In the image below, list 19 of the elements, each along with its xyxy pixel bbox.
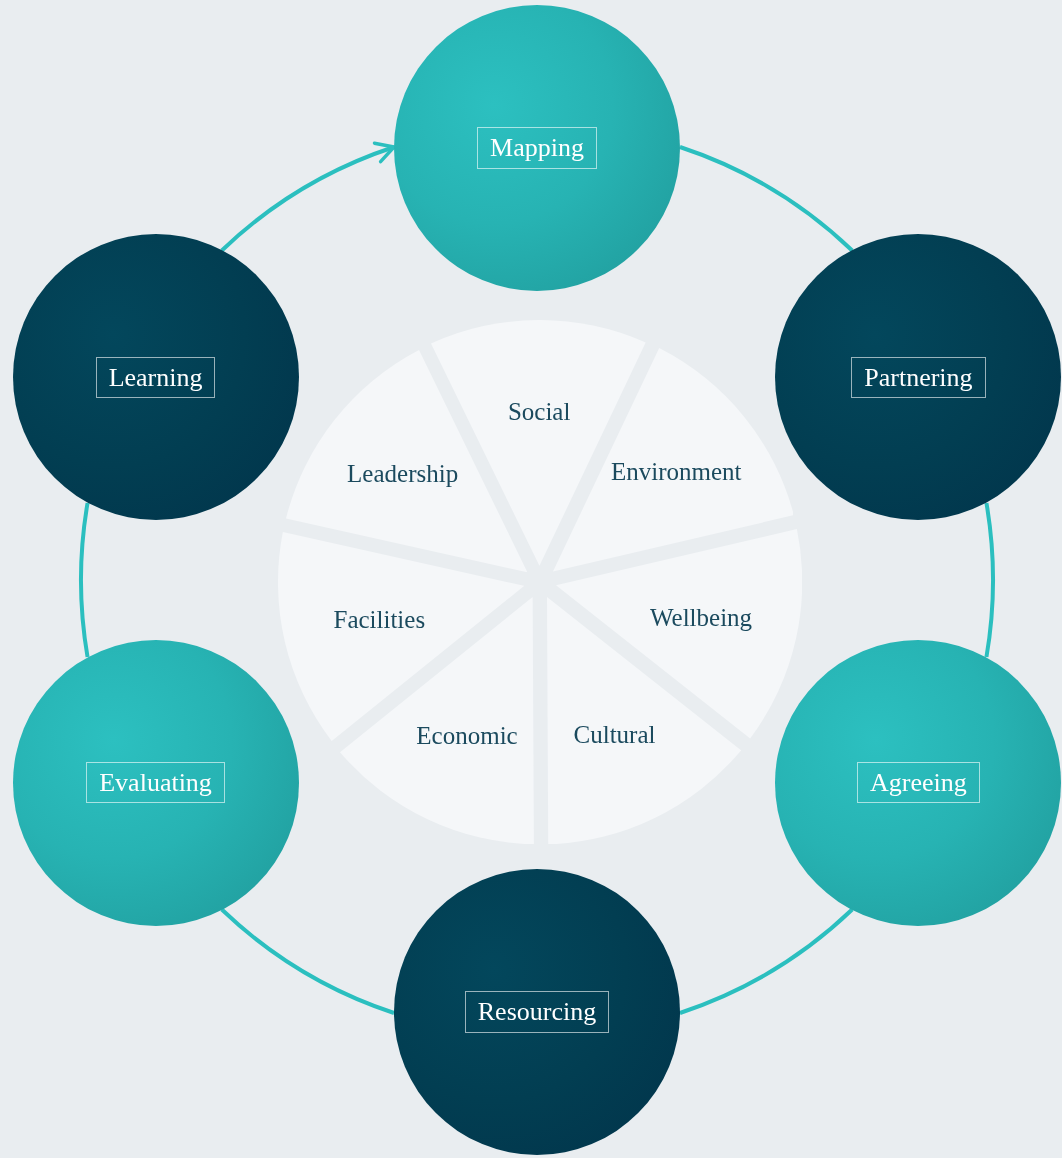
slice-label: Cultural [573,719,656,750]
stage-label: Evaluating [86,762,225,804]
stage-label: Resourcing [464,991,610,1033]
stage-label: Agreeing [857,762,980,804]
slice-label: Facilities [333,604,426,635]
cycle-line [79,502,90,658]
stage-label: Mapping [477,127,597,169]
slice-label: Leadership [347,458,459,489]
cycle-line [679,908,854,1015]
slice-label: Environment [611,457,742,488]
stage-label: Partnering [851,356,986,398]
slice-label: Wellbeing [649,602,753,633]
slice-label: Economic [416,720,518,751]
cycle-line [984,502,995,658]
slice-label: Social [507,397,571,427]
cycle-line [220,908,395,1015]
cycle-line [679,145,854,252]
stage-label: Learning [95,356,216,398]
cycle-arrow [220,142,396,252]
